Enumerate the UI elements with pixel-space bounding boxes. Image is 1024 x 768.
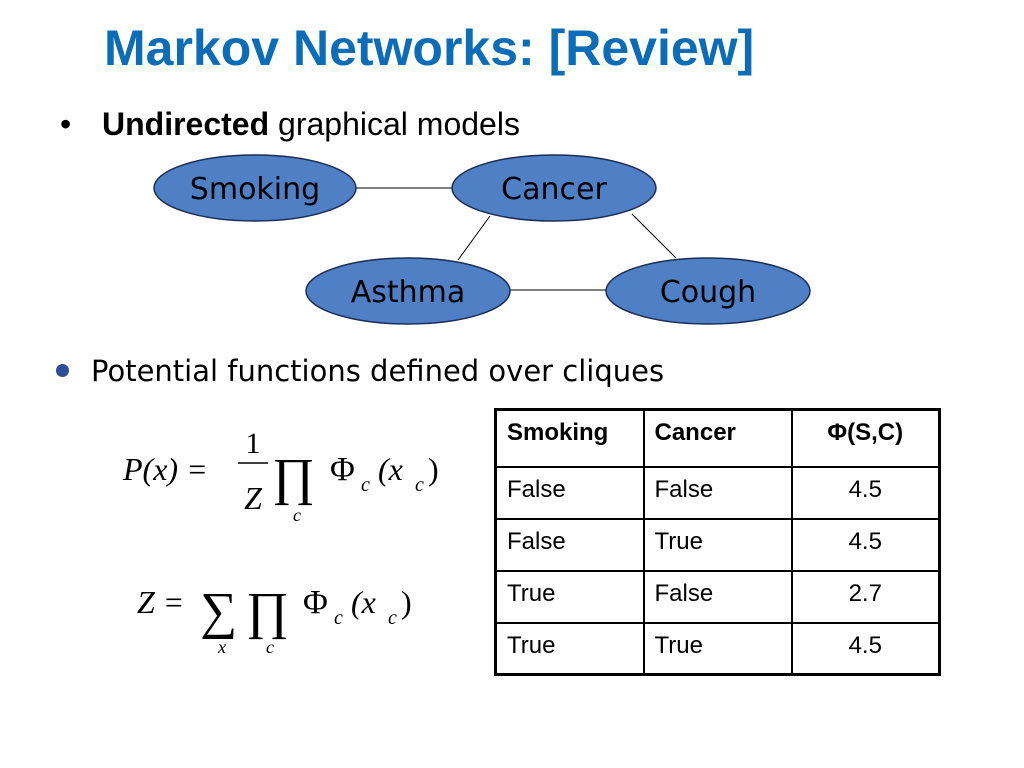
column-header-smoking: Smoking — [494, 408, 645, 468]
close-paren: ) — [401, 584, 412, 620]
formula-lhs: P(x) = — [122, 451, 208, 487]
fraction-numerator: 1 — [246, 427, 261, 460]
node-cancer: Cancer — [451, 154, 657, 222]
cell-smoking: False — [494, 517, 645, 572]
cell-smoking: False — [494, 465, 645, 520]
product-subscript: c — [293, 505, 301, 525]
bullet-bold-text: Undirected — [102, 106, 270, 142]
formula-lhs: Z = — [137, 584, 184, 620]
node-label: Cough — [660, 275, 756, 310]
node-label: Smoking — [190, 172, 320, 207]
cell-cancer: True — [642, 517, 793, 572]
node-asthma: Asthma — [305, 257, 511, 325]
table-header-row: Smoking Cancer Φ(S,C) — [494, 408, 941, 468]
cell-smoking: True — [494, 621, 645, 676]
cell-cancer: False — [642, 465, 793, 520]
fraction-denominator: Z — [244, 480, 263, 516]
edge-cancer-asthma — [457, 215, 491, 261]
column-header-phi: Φ(S,C) — [790, 408, 941, 468]
bullet-text: graphical models — [269, 106, 520, 142]
argument: (x — [378, 451, 403, 487]
column-header-cancer: Cancer — [642, 408, 793, 468]
argument-subscript: c — [415, 474, 424, 496]
potential-table: Smoking Cancer Φ(S,C) False False 4.5 Fa… — [494, 408, 941, 676]
phi-subscript: c — [361, 474, 370, 496]
node-label: Cancer — [501, 172, 607, 207]
edge-cancer-cough — [631, 213, 677, 259]
cell-phi: 2.7 — [790, 569, 941, 624]
node-label: Asthma — [351, 275, 466, 310]
table-row: True False 2.7 — [494, 569, 941, 624]
node-smoking: Smoking — [153, 154, 357, 222]
cell-smoking: True — [494, 569, 645, 624]
bullet-undirected: • Undirected graphical models — [60, 104, 520, 144]
close-paren: ) — [428, 451, 439, 487]
cell-phi: 4.5 — [790, 517, 941, 572]
table-row: False True 4.5 — [494, 517, 941, 572]
product-symbol: ∏ — [272, 449, 315, 506]
product-subscript: c — [266, 637, 274, 657]
product-symbol: ∏ — [246, 583, 289, 640]
cell-phi: 4.5 — [790, 465, 941, 520]
table-row: True True 4.5 — [494, 621, 941, 676]
bullet-potential-functions: Potential functions defined over cliques — [56, 352, 664, 390]
cell-cancer: True — [642, 621, 793, 676]
table-row: False False 4.5 — [494, 465, 941, 520]
formula-partition: Z = ∑ x ∏ c Φ c (x c ) — [137, 583, 412, 657]
sum-symbol: ∑ — [200, 583, 237, 640]
cell-cancer: False — [642, 569, 793, 624]
cell-phi: 4.5 — [790, 621, 941, 676]
bullet-text: Potential functions defined over cliques — [91, 354, 665, 388]
bullet-dot — [56, 363, 69, 377]
node-cough: Cough — [605, 257, 811, 325]
sum-subscript: x — [217, 637, 226, 657]
formula-probability: P(x) = 1 Z ∏ c Φ c (x c ) — [122, 427, 439, 525]
phi-symbol: Φ — [303, 584, 328, 621]
argument: (x — [351, 584, 376, 620]
argument-subscript: c — [388, 607, 397, 629]
phi-symbol: Φ — [330, 451, 355, 488]
phi-subscript: c — [334, 607, 343, 629]
slide-title: Markov Networks: [Review] — [104, 20, 755, 76]
bullet-marker: • — [60, 106, 72, 142]
